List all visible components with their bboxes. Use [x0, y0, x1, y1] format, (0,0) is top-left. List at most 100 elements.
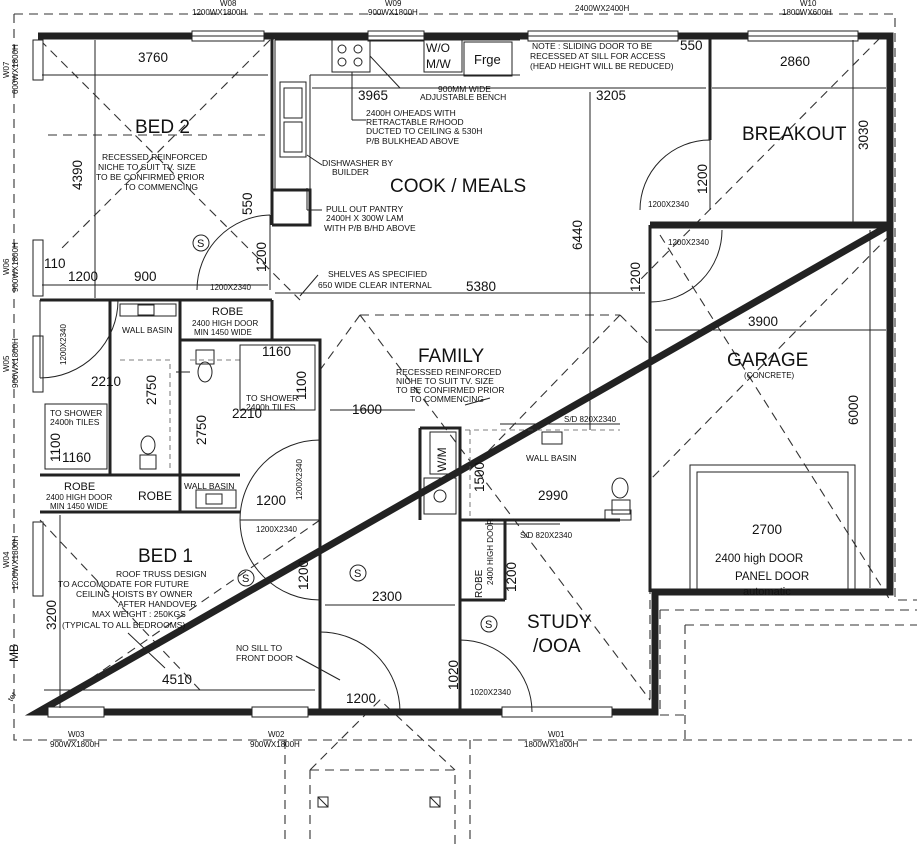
dim-cook-3965: 3965 [358, 88, 388, 103]
note-shower-2a: TO SHOWER [246, 393, 298, 403]
note-rhood-3: DUCTED TO CEILING & 530H [366, 126, 482, 136]
window-w01 [501, 706, 613, 718]
note-wall-basin-3: WALL BASIN [526, 453, 576, 463]
garage-door-line2: PANEL DOOR [735, 571, 809, 583]
sd-upper-label: S/D 820X2340 [564, 415, 617, 424]
note-niche-bed2-4: TO COMMENCING [124, 182, 198, 192]
fridge-label: Frge [474, 52, 501, 67]
svg-text:S: S [242, 573, 249, 585]
note-truss-6: (TYPICAL TO ALL BEDROOMS) [62, 620, 185, 630]
w02-size: 900WX1800H [250, 740, 300, 749]
note-dish-2: BUILDER [332, 167, 369, 177]
laundry-trough [423, 477, 457, 515]
vanity-bath [195, 489, 237, 509]
note-shower-1a: TO SHOWER [50, 408, 102, 418]
window-w05 [32, 335, 44, 393]
note-nosill-1: NO SILL TO [236, 643, 283, 653]
w07-size: 600WX1800H [11, 44, 20, 94]
window-labels: W08 1200WX1800H W09 900WX1800H 2400WX240… [2, 0, 832, 749]
note-niche-fam-4: TO COMMENCING [410, 394, 484, 404]
w08-label: W08 [220, 0, 237, 8]
w08-size: 1200WX1800H [192, 8, 246, 17]
dim-bed2-width: 3760 [138, 50, 168, 65]
dim-1500: 1500 [472, 462, 487, 492]
dim-bath-1100: 1100 [294, 371, 309, 400]
door-breakout [639, 139, 711, 211]
w03-label: W03 [68, 730, 85, 739]
cooktop [331, 39, 371, 73]
room-cook-meals: COOK / MEALS [390, 176, 526, 197]
dim-bed1-4510: 4510 [162, 672, 192, 687]
note-rhood-1: 2400H O/HEADS WITH [366, 108, 456, 118]
dim-cook-550: 550 [680, 38, 703, 53]
w09-label: W09 [385, 0, 402, 8]
note-shower-1b: 2400h TILES [50, 417, 100, 427]
dim-bed1-door: 1200 [256, 493, 286, 508]
window-w07 [32, 39, 44, 81]
window-w04 [32, 521, 44, 597]
garage-door-line3: automatic [743, 586, 791, 598]
door-size-breakout: 1200X2340 [648, 200, 689, 209]
wo-label: W/O [426, 41, 450, 55]
note-truss-4: AFTER HANDOVER [118, 599, 196, 609]
svg-text:S: S [485, 619, 492, 631]
dim-bed2-height: 4390 [70, 160, 85, 190]
door-size-bed2: 1200X2340 [210, 283, 251, 292]
room-robe-study: ROBE [474, 569, 485, 598]
note-truss-1: ROOF TRUSS DESIGN [116, 569, 207, 579]
door-bed1 [239, 519, 321, 601]
dim-study-robe: 1200 [504, 562, 519, 592]
w06-size: 900WX1800H [11, 242, 20, 292]
w01-size: 1800WX1800H [524, 740, 578, 749]
dim-garage-door: 1200 [628, 262, 643, 292]
note-niche-bed2-3: TO BE CONFIRMED PRIOR [96, 172, 204, 182]
room-ooa: /OOA [533, 636, 581, 657]
wm-box [429, 431, 457, 475]
dim-1200-hall: 1200 [68, 269, 98, 284]
door-bathroom [239, 439, 321, 521]
w09-size: 900WX1800H [368, 8, 418, 17]
dim-cook-3205: 3205 [596, 88, 626, 103]
dim-ensuite-1160: 1160 [62, 450, 91, 465]
dim-bath-2750: 2750 [194, 415, 209, 445]
w06-label: W06 [2, 258, 11, 275]
note-nosill-2: FRONT DOOR [236, 653, 293, 663]
robe-bed1-door-2: MIN 1450 WIDE [50, 502, 108, 511]
room-robe-bed1: ROBE [138, 489, 172, 503]
room-bed2: BED 2 [135, 117, 190, 138]
note-shelves-2: 650 WIDE CLEAR INTERNAL [318, 280, 432, 290]
sd-lower-label: S/D 820X2340 [520, 531, 573, 540]
room-family: FAMILY [418, 346, 484, 367]
room-garage: GARAGE [727, 350, 808, 371]
windows [32, 30, 859, 718]
porch-posts [317, 796, 441, 808]
robe-bed2-door-1: 2400 HIGH DOOR [192, 319, 258, 328]
room-study: STUDY [527, 612, 592, 633]
robe-bed2-door-2: MIN 1450 WIDE [194, 328, 252, 337]
window-w03 [47, 706, 105, 718]
note-niche-fam-1: RECESSED REINFORCED [396, 367, 501, 377]
meter-box-label: MB [7, 644, 21, 662]
door-size-garage: 1200X2340 [668, 238, 709, 247]
dim-900: 900 [134, 269, 157, 284]
dim-bed1-3200: 3200 [44, 600, 59, 630]
dim-bath-door-v: 1200 [296, 560, 311, 590]
garage-door [689, 464, 856, 591]
exterior-walls [24, 32, 894, 716]
room-breakout: BREAKOUT [742, 124, 847, 145]
window-w06 [32, 239, 44, 297]
dim-5380: 5380 [466, 279, 496, 294]
dim-bed2-door: 1200 [254, 242, 269, 272]
laundry-basin [604, 509, 632, 521]
room-robe-bed2: ROBE [212, 306, 243, 318]
w04-size: 1200WX1800H [11, 536, 20, 590]
eaves-lines [13, 13, 917, 845]
dim-bath-1160: 1160 [262, 344, 291, 359]
dim-3900: 3900 [748, 314, 778, 329]
smoke-detector-icon [192, 234, 210, 252]
w10-label: W10 [800, 0, 817, 8]
smoke-detectors: S S S S [192, 234, 498, 633]
meter-label: ter [6, 690, 19, 703]
ensuite-shower [44, 403, 108, 470]
room-bed1: BED 1 [138, 546, 193, 567]
